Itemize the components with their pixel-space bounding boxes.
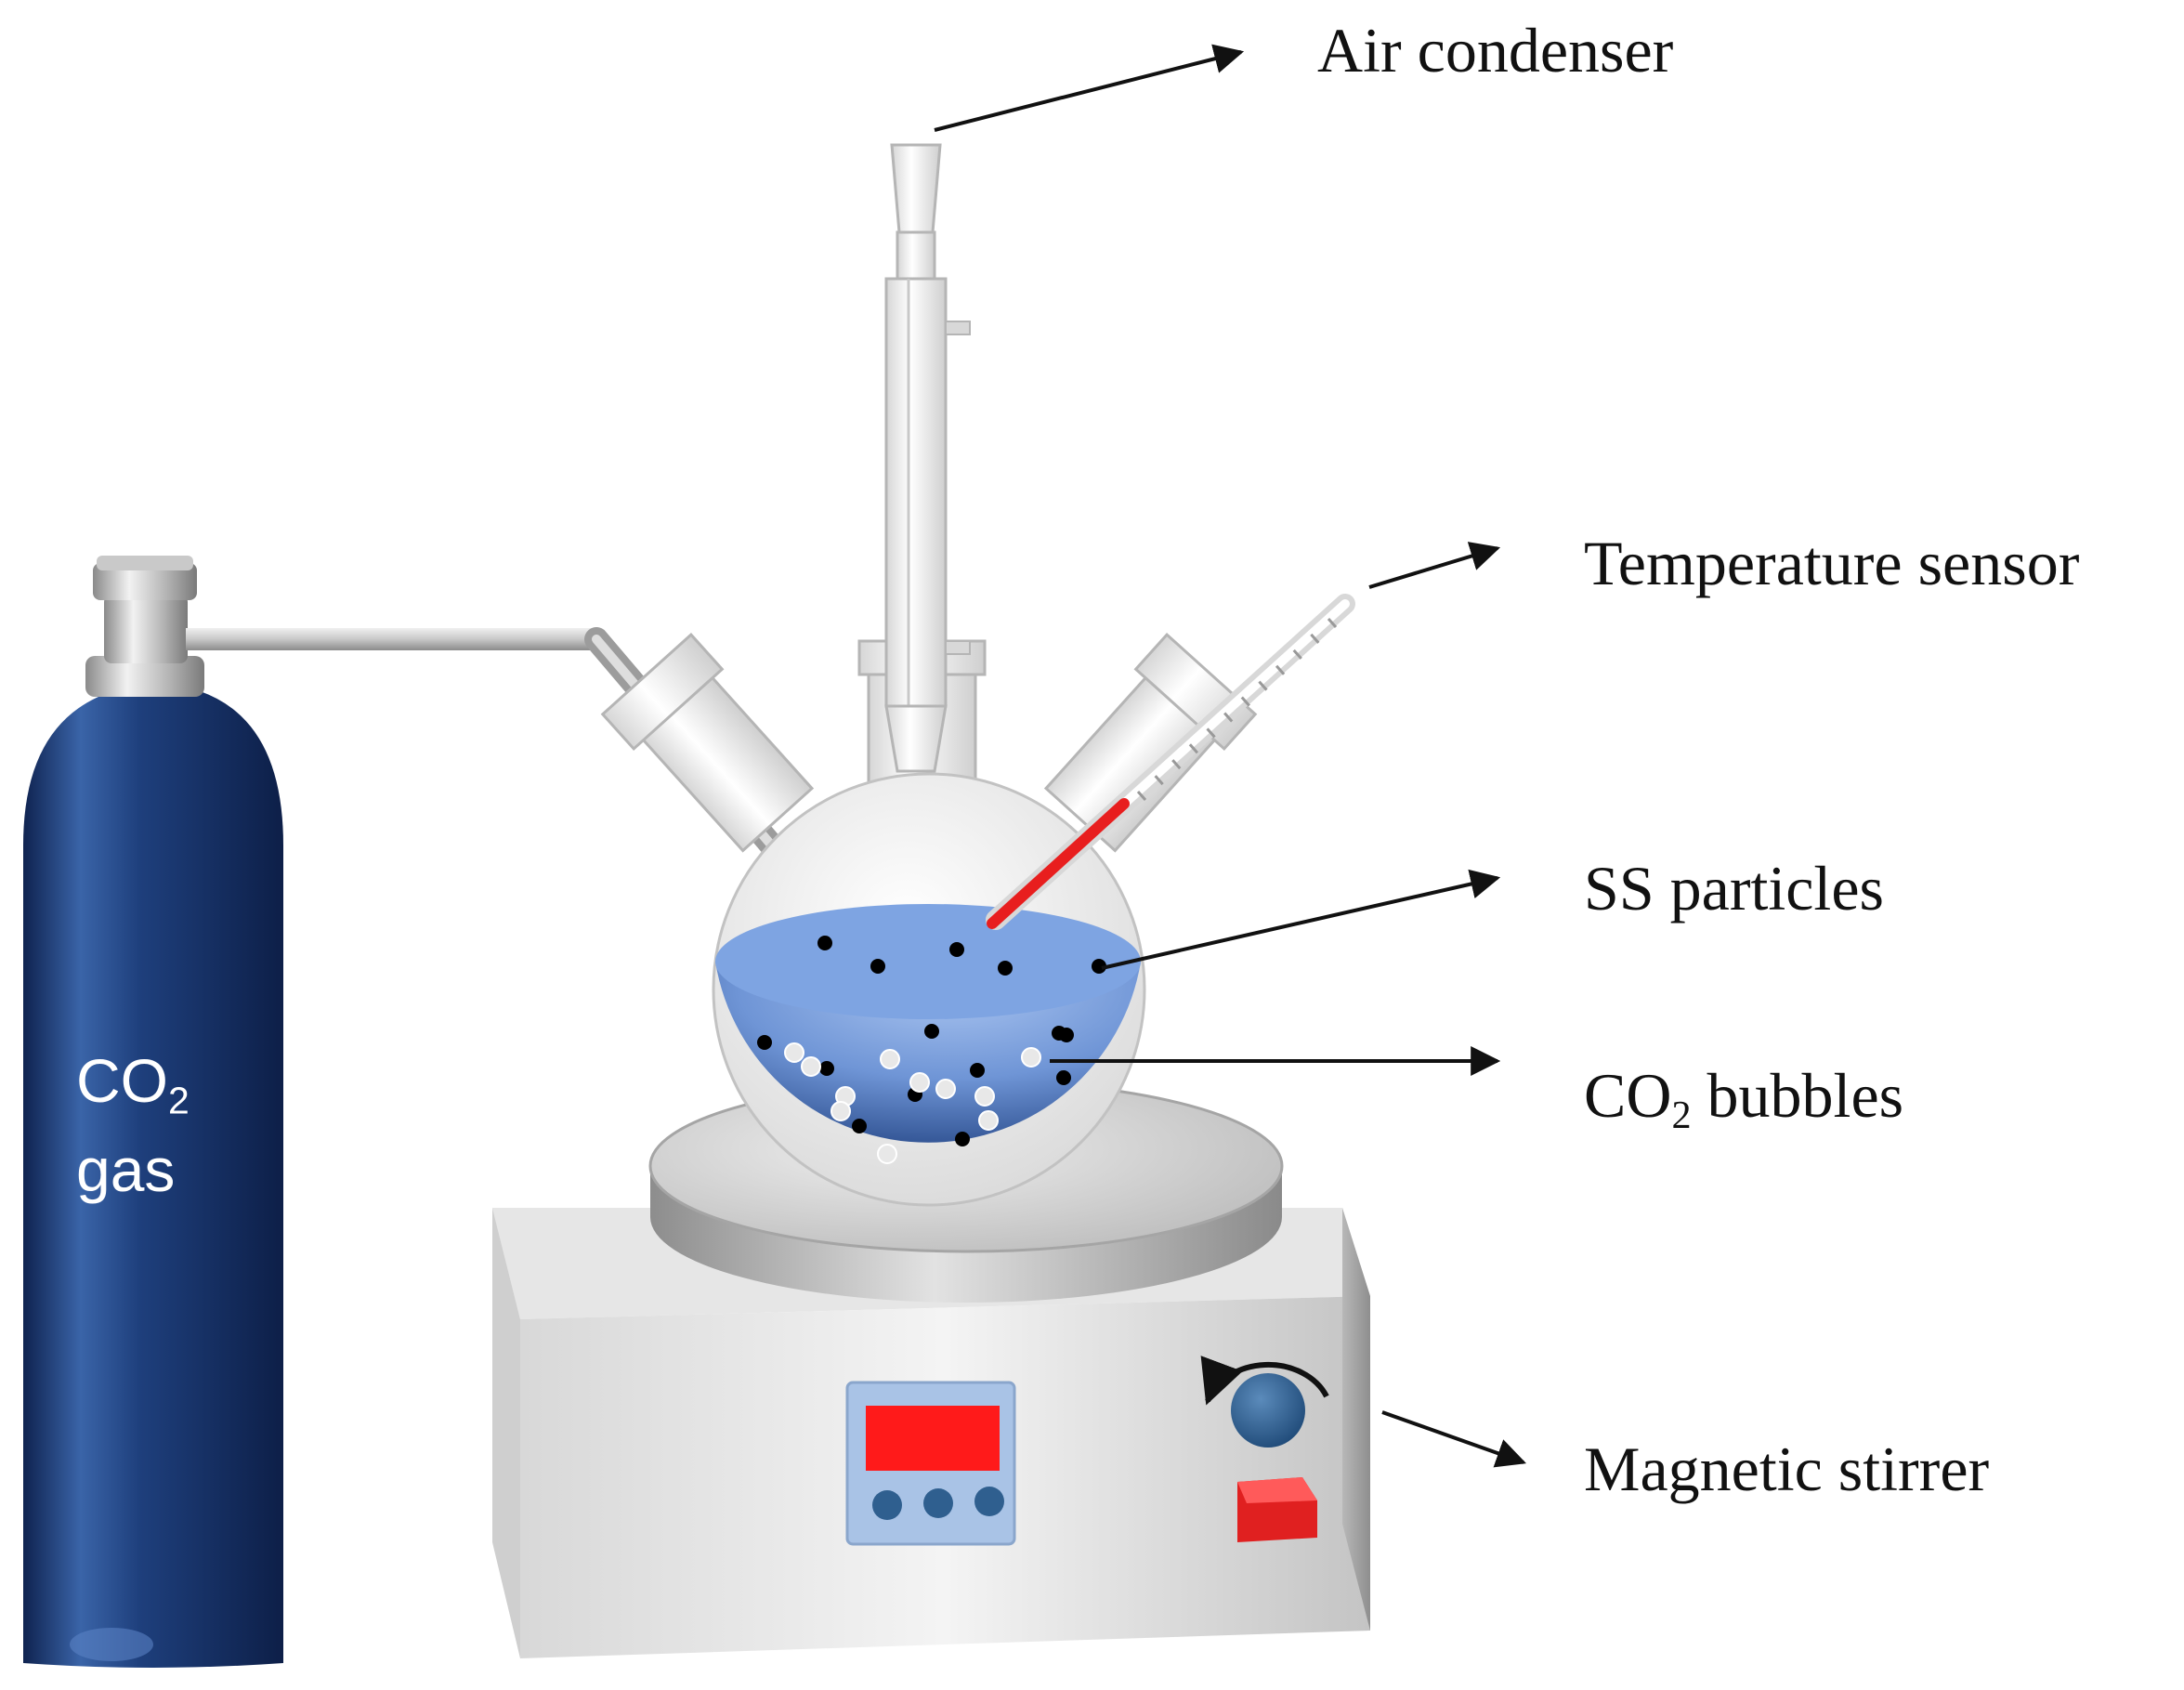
arrow-ss-particles bbox=[1101, 869, 1501, 970]
panel-button-2[interactable] bbox=[923, 1488, 953, 1518]
label-air-condenser: Air condenser bbox=[1317, 15, 1674, 85]
co2-bubble bbox=[1021, 1047, 1041, 1068]
label-co2-main: CO bbox=[1584, 1060, 1672, 1131]
label-magnetic-stirrer: Magnetic stirrer bbox=[1584, 1434, 1990, 1504]
ss-particle bbox=[870, 959, 885, 974]
label-co2-rest: bubbles bbox=[1691, 1060, 1904, 1131]
ss-particle bbox=[1056, 1070, 1071, 1085]
co2-bubble bbox=[801, 1056, 821, 1077]
label-co2-bubbles: CO2 bubbles bbox=[1584, 1064, 1903, 1134]
co2-bubble bbox=[935, 1079, 956, 1099]
cylinder-formula-subscript: 2 bbox=[168, 1079, 190, 1122]
panel-button-1[interactable] bbox=[872, 1490, 902, 1520]
sensor-tick bbox=[1223, 712, 1234, 723]
co2-bubble bbox=[877, 1144, 897, 1164]
ss-particle bbox=[1092, 959, 1106, 974]
sensor-tick bbox=[1327, 618, 1338, 628]
ss-particle bbox=[817, 936, 832, 950]
cylinder-valve-cap bbox=[93, 563, 197, 600]
ss-particle bbox=[852, 1119, 867, 1133]
speed-knob[interactable] bbox=[1231, 1373, 1305, 1448]
ss-particle bbox=[819, 1061, 834, 1076]
label-temperature-sensor: Temperature sensor bbox=[1584, 528, 2080, 598]
sensor-scale-ticks bbox=[1136, 618, 1338, 801]
magnetic-stirrer bbox=[492, 1079, 1370, 1658]
cylinder-label-gas: gas bbox=[76, 1135, 176, 1204]
co2-bubble bbox=[909, 1072, 930, 1093]
co2-bubbles bbox=[784, 1042, 1041, 1164]
sensor-tick bbox=[1310, 633, 1320, 644]
ss-particle bbox=[949, 942, 964, 957]
sensor-tick bbox=[1154, 775, 1164, 786]
cylinder-formula-main: CO bbox=[76, 1046, 168, 1115]
cylinder-valve-top bbox=[97, 556, 193, 570]
air-condenser bbox=[884, 143, 971, 773]
rotate-arrow-icon bbox=[1200, 1356, 1329, 1406]
sensor-tick bbox=[1136, 791, 1147, 801]
ss-particle bbox=[757, 1035, 772, 1050]
co2-cylinder bbox=[23, 556, 283, 1668]
panel-button-3[interactable] bbox=[974, 1487, 1004, 1516]
cylinder-label-formula: CO2 bbox=[76, 1050, 190, 1120]
sensor-tick bbox=[1206, 727, 1216, 739]
arrow-temperature-sensor bbox=[1368, 542, 1501, 589]
sensor-tick bbox=[1188, 743, 1199, 754]
digital-display bbox=[866, 1406, 1000, 1471]
ss-particles bbox=[757, 936, 1106, 1146]
cylinder-neck bbox=[85, 656, 204, 697]
co2-bubble bbox=[974, 1086, 995, 1107]
ss-particle bbox=[970, 1063, 985, 1078]
co2-bubble bbox=[830, 1101, 851, 1121]
sensor-tick bbox=[1292, 648, 1302, 660]
co2-bubble bbox=[880, 1049, 900, 1069]
label-co2-subscript: 2 bbox=[1671, 1093, 1692, 1137]
arrow-air-condenser bbox=[934, 44, 1245, 132]
arrow-magnetic-stirrer bbox=[1381, 1410, 1527, 1468]
three-neck-flask bbox=[600, 633, 1258, 1207]
ss-particle bbox=[924, 1024, 939, 1039]
ss-particle bbox=[998, 961, 1013, 976]
sensor-tick bbox=[1275, 664, 1286, 675]
sensor-tick bbox=[1171, 759, 1182, 770]
cylinder-valve-body bbox=[104, 595, 188, 663]
ss-particle bbox=[955, 1132, 970, 1146]
sensor-tick bbox=[1240, 696, 1250, 707]
temperature-sensor bbox=[986, 594, 1355, 930]
label-ss-particles: SS particles bbox=[1584, 853, 1884, 924]
sensor-tick bbox=[1258, 680, 1268, 691]
co2-bubble bbox=[978, 1110, 999, 1131]
ss-particle bbox=[1059, 1028, 1074, 1042]
co2-bubble bbox=[784, 1042, 804, 1063]
